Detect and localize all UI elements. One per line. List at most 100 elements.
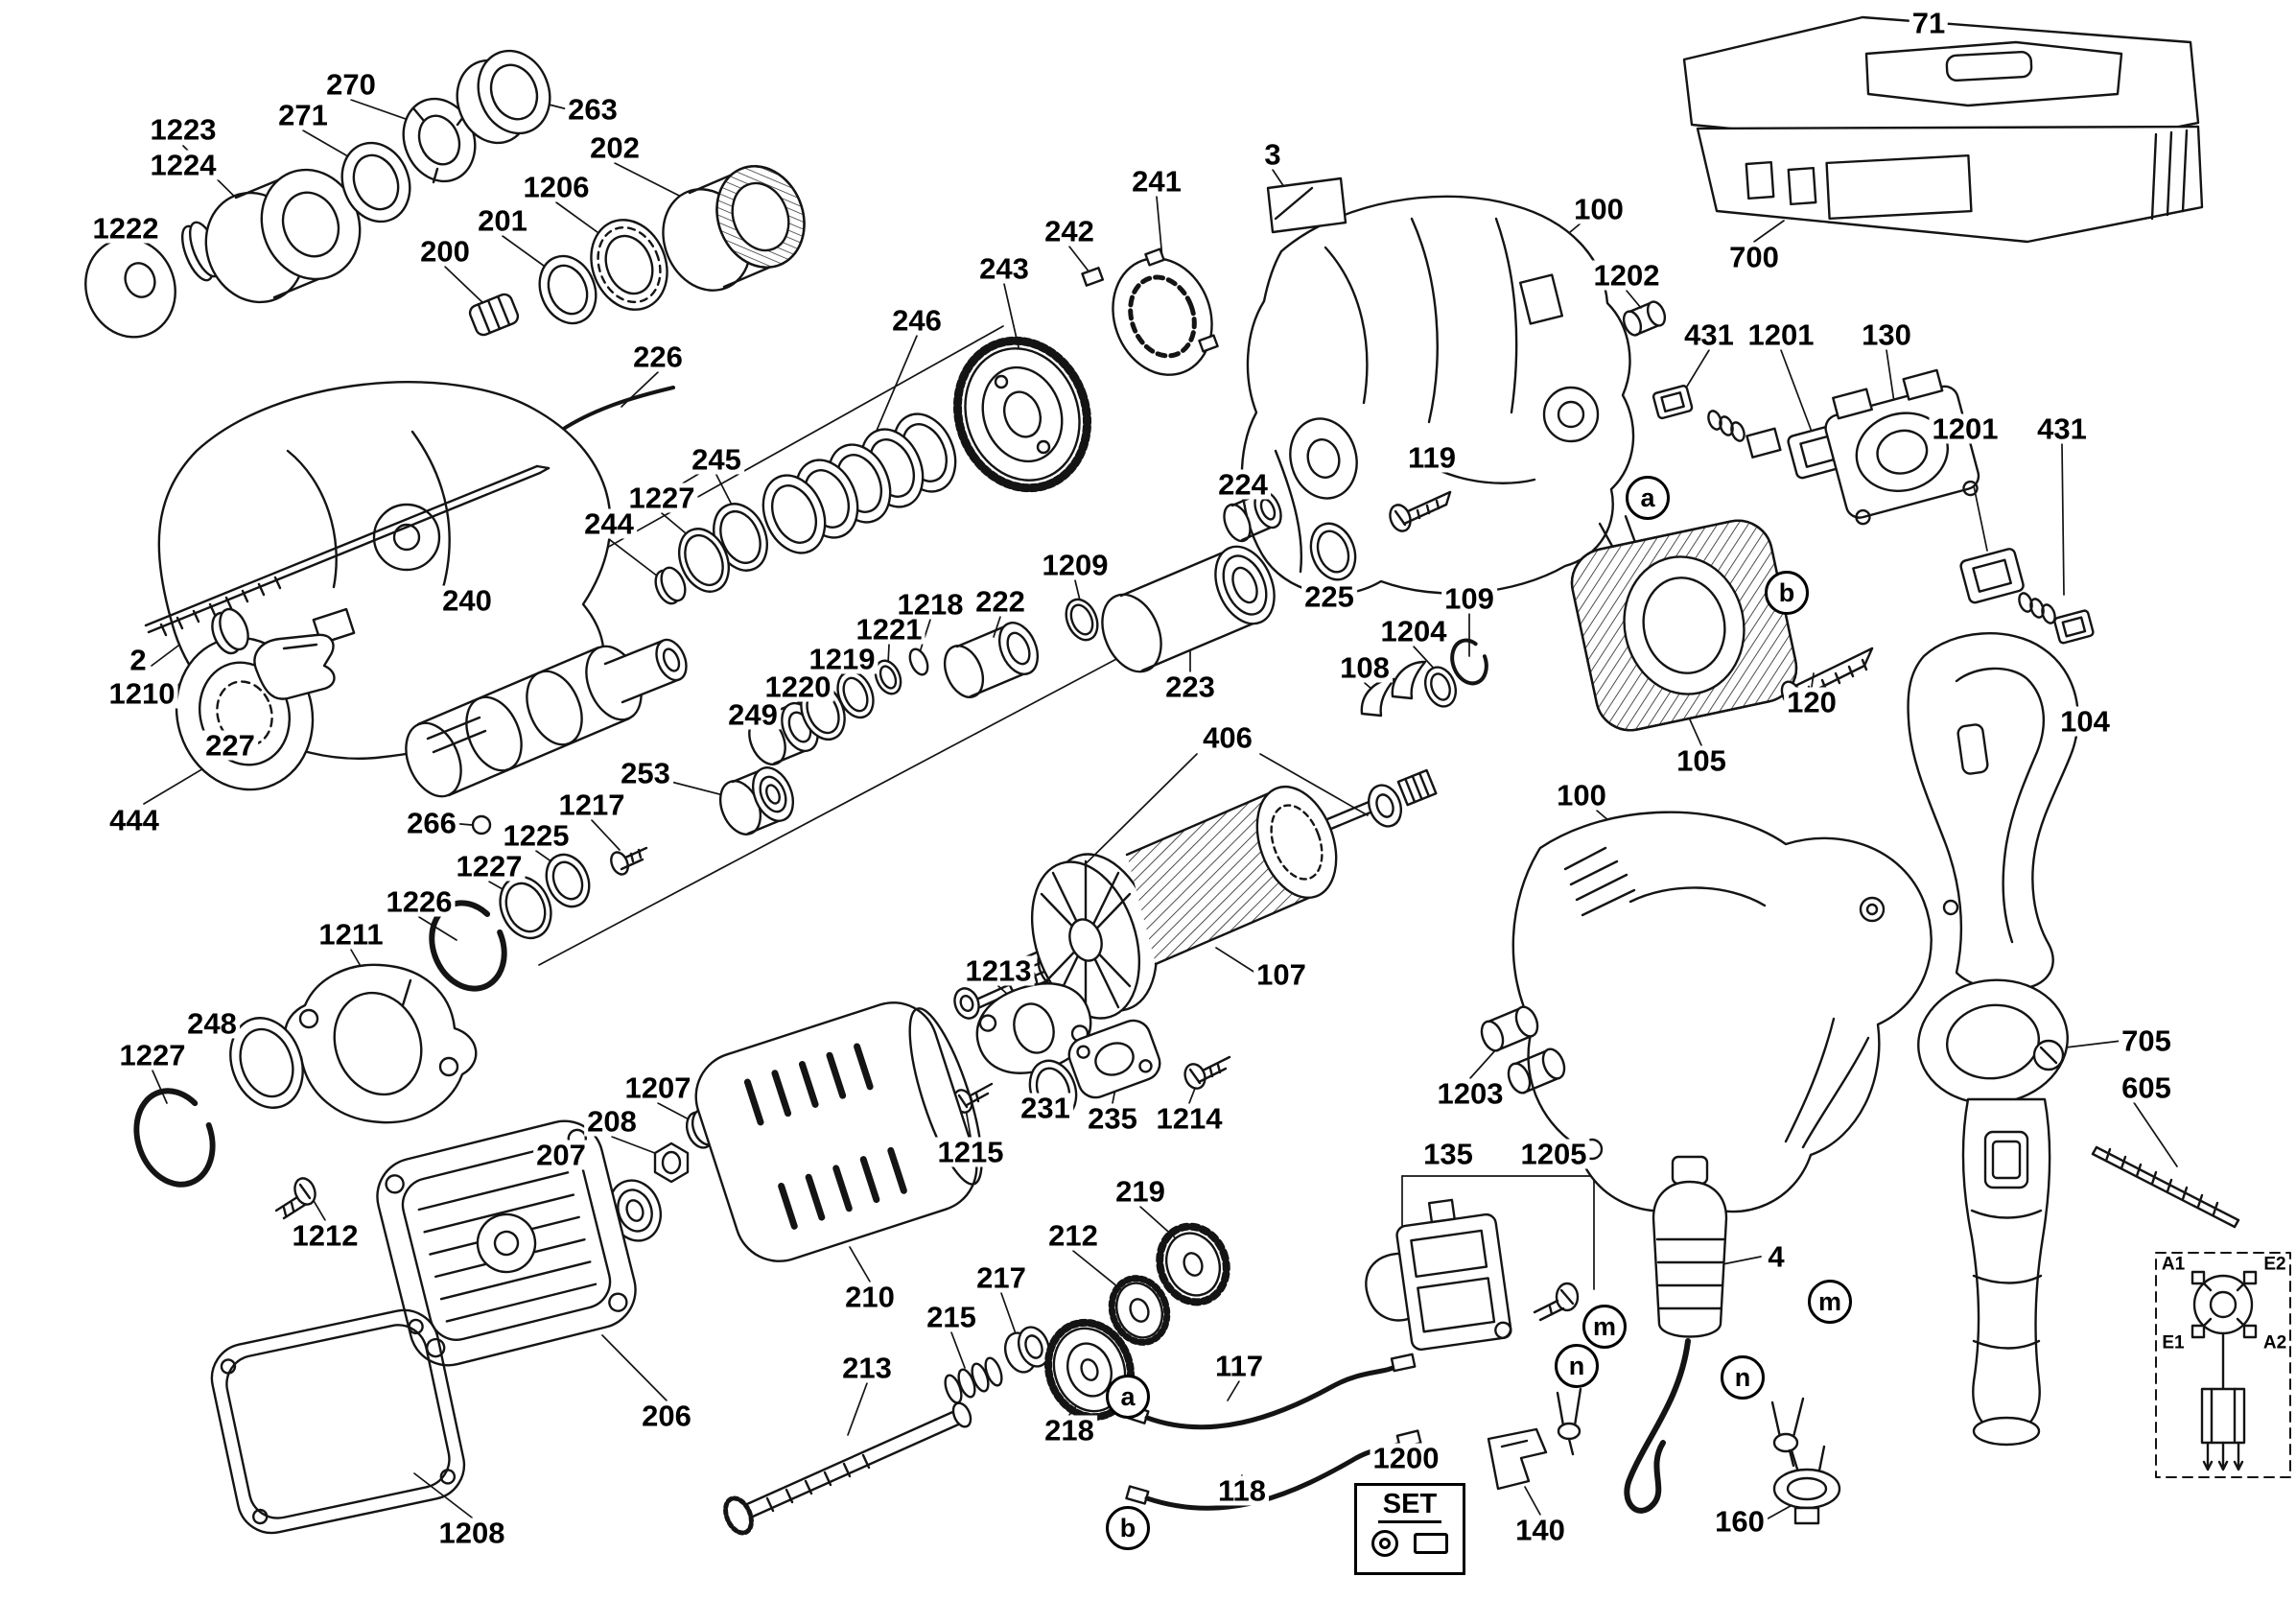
- part-number-label-243: 243: [976, 253, 1032, 284]
- part-number-label-160: 160: [1712, 1506, 1768, 1537]
- part-1206-bearing: [590, 219, 668, 311]
- circled-letter-m: m: [1582, 1305, 1627, 1349]
- part-705-side-handle: [1917, 978, 2069, 1447]
- part-1213-bearing-plate: [975, 982, 1092, 1074]
- part-200-pin: [468, 293, 520, 337]
- part-number-label-241: 241: [1129, 166, 1184, 197]
- part-210-motor-shell: [694, 1001, 983, 1262]
- part-253-striker: [718, 766, 795, 836]
- inset-wiring-diagram: [2155, 1252, 2291, 1478]
- part-1210-ring: [211, 607, 249, 655]
- terminal-label-E2: E2: [2263, 1254, 2286, 1275]
- part-number-label-210: 210: [842, 1282, 898, 1312]
- part-number-label-107: 107: [1253, 959, 1309, 990]
- set-box: SET: [1354, 1483, 1465, 1575]
- part-number-label-244: 244: [581, 508, 637, 539]
- part-431-brush-lead-left: [1652, 385, 1782, 459]
- part-number-label-271: 271: [275, 100, 331, 130]
- part-1217-bolt: [610, 846, 648, 876]
- part-1221-ring: [874, 659, 902, 695]
- part-number-label-249: 249: [725, 699, 781, 730]
- part-105-stator: [1570, 514, 1798, 732]
- part-number-label-117: 117: [1211, 1351, 1267, 1381]
- part-1203-pins: [1480, 1005, 1566, 1094]
- part-160-cord-guard: [1772, 1445, 1841, 1525]
- part-number-label-1222: 1222: [89, 213, 162, 244]
- circled-letter-a: a: [1106, 1375, 1150, 1419]
- part-terminal-clip-right: [1770, 1397, 1805, 1468]
- part-248-ring: [229, 1017, 304, 1109]
- part-number-label-1205: 1205: [1517, 1139, 1590, 1169]
- part-number-label-242: 242: [1042, 216, 1097, 247]
- part-number-label-1208: 1208: [435, 1518, 508, 1548]
- part-number-label-444: 444: [106, 805, 162, 836]
- circled-letter-m: m: [1808, 1280, 1852, 1324]
- part-605-depth-rod: [2091, 1145, 2240, 1229]
- part-213-shaft: [723, 1401, 972, 1536]
- part-number-label-223: 223: [1162, 671, 1218, 702]
- part-number-label-246: 246: [889, 305, 945, 336]
- part-number-label-705: 705: [2119, 1025, 2174, 1056]
- part-244-ring: [654, 566, 687, 605]
- part-100-housing-left: [1240, 195, 1635, 596]
- part-number-label-201: 201: [475, 205, 530, 236]
- part-number-label-1203: 1203: [1434, 1078, 1507, 1109]
- part-number-label-212: 212: [1045, 1220, 1101, 1251]
- part-number-label-1227: 1227: [453, 851, 526, 882]
- part-number-label-1213: 1213: [962, 955, 1035, 986]
- part-1201-brush-holder-right: [1959, 548, 2025, 604]
- part-number-label-1212: 1212: [289, 1220, 362, 1251]
- circled-letter-a: a: [1626, 476, 1670, 520]
- part-number-label-1217: 1217: [555, 789, 628, 820]
- part-number-label-263: 263: [565, 94, 621, 125]
- part-number-label-1226: 1226: [383, 886, 456, 917]
- part-104-rear-handle: [1907, 632, 2079, 991]
- part-number-label-1224: 1224: [147, 150, 220, 180]
- part-number-label-104: 104: [2057, 706, 2113, 737]
- part-number-label-266: 266: [404, 808, 459, 838]
- part-225-ring: [1309, 522, 1357, 581]
- part-number-label-605: 605: [2119, 1072, 2174, 1103]
- part-1202-pin: [1622, 300, 1667, 337]
- part-242-key: [1081, 267, 1105, 287]
- part-number-label-406: 406: [1200, 722, 1255, 753]
- set-box-title: SET: [1377, 1489, 1442, 1523]
- part-number-label-135: 135: [1420, 1139, 1476, 1169]
- sleeve-icon: [1414, 1533, 1448, 1554]
- part-431-brush-lead-right: [2018, 592, 2095, 645]
- part-number-label-1223: 1223: [147, 114, 220, 145]
- part-number-label-1215: 1215: [934, 1137, 1007, 1167]
- part-130-brush-holder-assembly: [1824, 368, 1980, 526]
- part-number-label-1202: 1202: [1590, 260, 1663, 291]
- part-71-carrying-case: [1682, 15, 2204, 244]
- part-number-label-108: 108: [1337, 652, 1393, 683]
- grommet-icon: [1371, 1530, 1398, 1557]
- part-number-label-1207: 1207: [621, 1072, 694, 1103]
- part-212-pinion: [1108, 1275, 1171, 1346]
- part-108-bearing-shells: [1360, 660, 1427, 718]
- circled-letter-b: b: [1106, 1506, 1150, 1550]
- part-number-label-245: 245: [689, 444, 744, 475]
- part-3-nameplate: [1266, 177, 1347, 234]
- circled-letter-n: n: [1555, 1344, 1599, 1388]
- part-number-label-208: 208: [584, 1106, 640, 1137]
- part-1208-gasket: [210, 1308, 466, 1535]
- part-119-screw: [1389, 490, 1452, 532]
- part-number-label-120: 120: [1784, 687, 1839, 718]
- terminal-label-E1: E1: [2162, 1332, 2185, 1353]
- part-number-label-227: 227: [202, 730, 258, 761]
- part-number-label-1218: 1218: [894, 589, 967, 620]
- part-number-label-1214: 1214: [1153, 1103, 1226, 1134]
- part-number-label-100: 100: [1571, 194, 1627, 224]
- part-217-washers: [1003, 1326, 1051, 1374]
- part-222-ram: [943, 622, 1040, 698]
- part-1205-screw: [1533, 1282, 1580, 1322]
- part-223-piston: [1101, 545, 1276, 673]
- part-number-label-231: 231: [1018, 1093, 1073, 1123]
- part-215-spring: [944, 1356, 1003, 1404]
- part-number-label-1227: 1227: [116, 1040, 189, 1071]
- part-243-gear: [952, 336, 1092, 493]
- part-number-label-1204: 1204: [1377, 616, 1450, 647]
